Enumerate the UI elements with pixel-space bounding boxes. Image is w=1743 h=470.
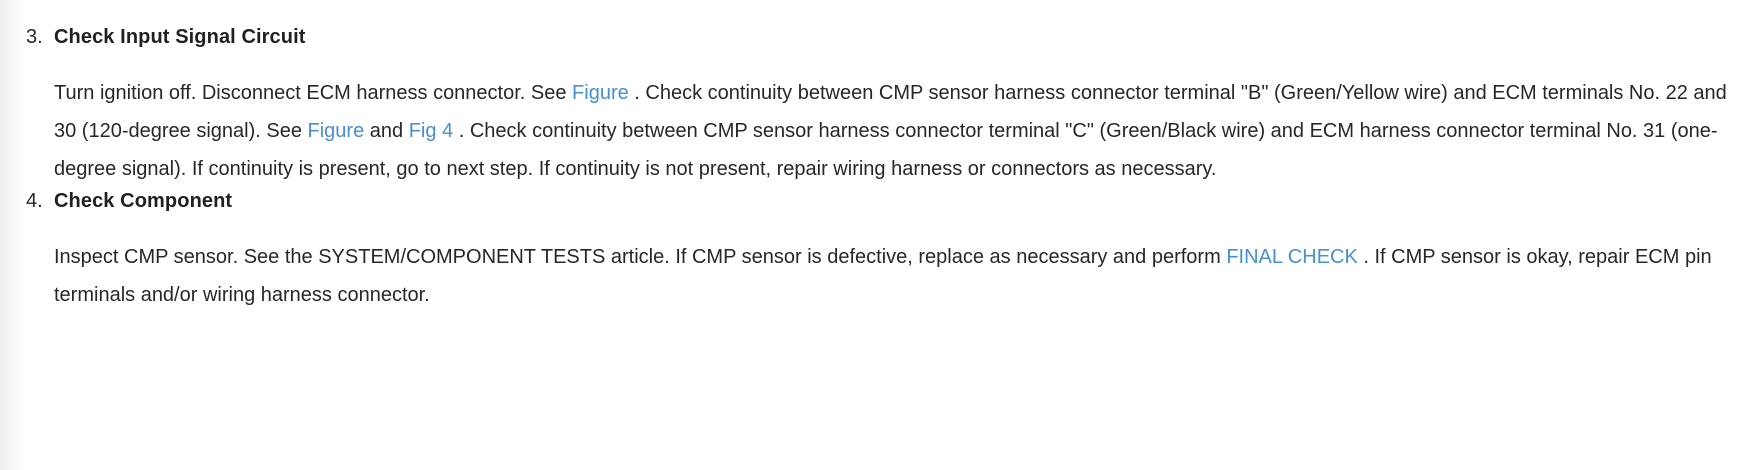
document-page: 3. Check Input Signal Circuit Turn ignit… — [26, 0, 1727, 314]
step-title-3: Check Input Signal Circuit — [54, 26, 306, 48]
doc-link[interactable]: Figure — [307, 120, 365, 142]
body-text: Turn ignition off. Disconnect ECM harnes… — [54, 82, 573, 104]
body-text: . Check continuity between CMP sensor ha… — [54, 82, 1727, 142]
body-text: Inspect CMP sensor. See the SYSTEM/COMPO… — [54, 246, 1227, 268]
body-text: . Check continuity between CMP sensor ha… — [54, 120, 1718, 180]
step-number-3: 3. — [26, 26, 43, 48]
top-spacer — [26, 0, 1727, 24]
step-body-3: Turn ignition off. Disconnect ECM harnes… — [54, 74, 1727, 188]
step-title-4: Check Component — [54, 190, 233, 212]
step-body-4: Inspect CMP sensor. See the SYSTEM/COMPO… — [54, 238, 1727, 314]
step-item-3: 3. Check Input Signal Circuit Turn ignit… — [26, 24, 1727, 188]
doc-link[interactable]: FINAL CHECK — [1226, 246, 1358, 268]
doc-link[interactable]: Fig 4 — [408, 120, 454, 142]
diagnostic-steps-list: 3. Check Input Signal Circuit Turn ignit… — [26, 24, 1727, 314]
body-text: . If CMP sensor is okay, repair ECM pin … — [54, 246, 1712, 306]
body-text: and — [364, 120, 409, 142]
doc-link[interactable]: Figure — [572, 82, 629, 104]
step-item-4: 4. Check Component Inspect CMP sensor. S… — [26, 188, 1727, 314]
step-number-4: 4. — [26, 190, 43, 212]
